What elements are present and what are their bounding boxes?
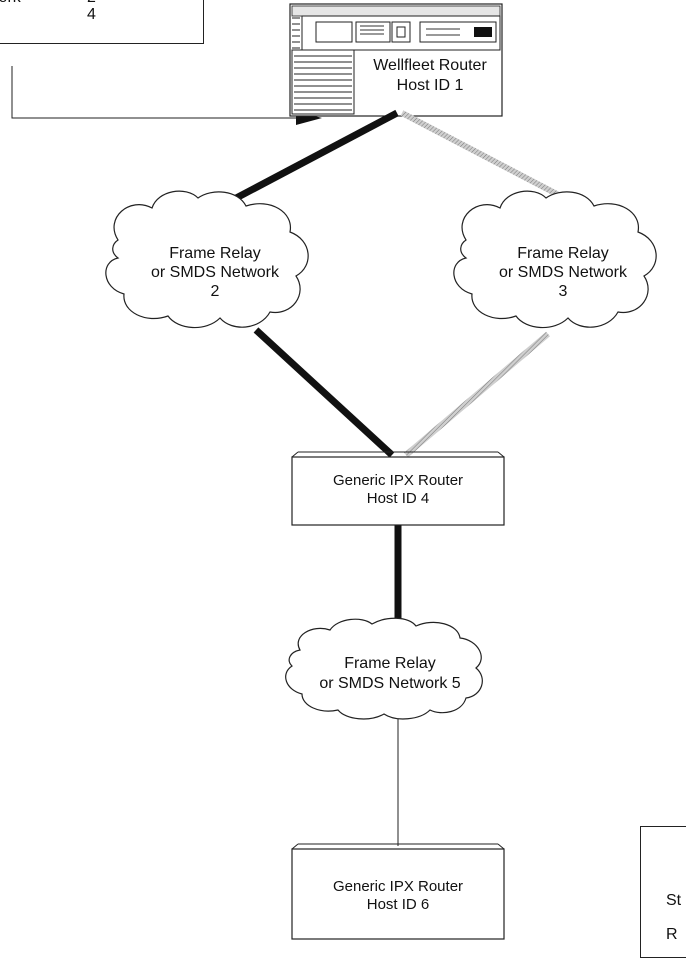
- route-arrow: [11, 66, 322, 125]
- link-wellfleet-to-network-3: [400, 110, 576, 206]
- router-6-host: Host ID 6: [366, 896, 430, 913]
- route-table-value: 2: [87, 0, 96, 6]
- network-5-label: Frame Relay or SMDS Network 5: [300, 654, 480, 694]
- network-5-line2: or SMDS Network 5: [319, 675, 461, 692]
- wellfleet-router-label: Wellfleet Router Host ID 1: [358, 56, 502, 96]
- router-4-label: Generic IPX Router Host ID 4: [292, 472, 504, 508]
- network-2-line1: Frame Relay: [169, 245, 261, 262]
- router-6-name: Generic IPX Router: [332, 878, 464, 895]
- corner-panel-line2: R: [666, 926, 678, 943]
- wellfleet-router-host: Host ID 1: [396, 77, 464, 94]
- network-2-line2: or SMDS Network: [150, 264, 280, 281]
- router-4-name: Generic IPX Router: [332, 472, 464, 489]
- router-6-label: Generic IPX Router Host ID 6: [292, 878, 504, 914]
- corner-panel-line1: St: [666, 892, 682, 909]
- router-4-host: Host ID 4: [366, 490, 430, 507]
- wellfleet-router-name: Wellfleet Router: [373, 57, 487, 74]
- network-5-line1: Frame Relay: [344, 655, 436, 672]
- network-3-line2: or SMDS Network: [498, 264, 628, 281]
- network-3-cloud: [453, 190, 657, 329]
- link-network-2-to-router-4: [253, 327, 395, 458]
- link-wellfleet-to-network-2: [221, 109, 399, 209]
- router-6-box: [291, 843, 505, 940]
- network-2-cloud: [105, 190, 309, 329]
- router-4-box: [291, 451, 505, 526]
- network-3-line3: 3: [558, 283, 568, 300]
- link-network-3-to-router-4: [404, 331, 550, 458]
- network-2-label: Frame Relay or SMDS Network 2: [130, 244, 300, 301]
- route-table-key: work: [0, 0, 21, 6]
- route-table-row: work 2: [0, 0, 203, 6]
- route-table: work 2 st 4: [0, 0, 204, 44]
- network-5-cloud: [285, 617, 483, 720]
- network-2-line3: 2: [210, 283, 220, 300]
- route-table-value: 4: [87, 6, 96, 23]
- network-3-label: Frame Relay or SMDS Network 3: [478, 244, 648, 301]
- network-3-line1: Frame Relay: [517, 245, 609, 262]
- route-table-row: st 4: [0, 7, 203, 23]
